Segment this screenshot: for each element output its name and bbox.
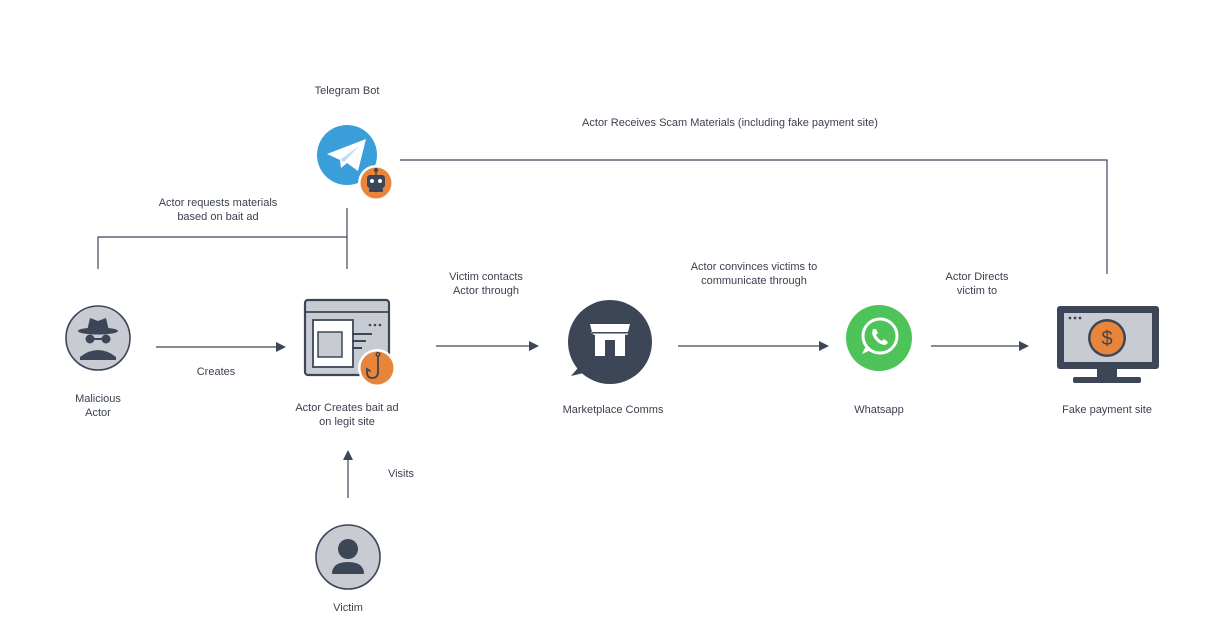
- victim-label: Victim: [333, 602, 363, 614]
- browser-hook-icon: [303, 298, 396, 387]
- request-connector: [97, 236, 347, 269]
- receive-connector: [400, 159, 1108, 274]
- whatsapp-label: Whatsapp: [854, 404, 904, 416]
- person-icon: [315, 524, 381, 590]
- convinces-edge-label: Actor convinces victims to communicate t…: [690, 261, 818, 287]
- svg-text:$: $: [1101, 328, 1112, 350]
- visits-edge-label: Visits: [387, 468, 415, 480]
- payment-site-label: Fake payment site: [1062, 404, 1152, 416]
- telegram-bot-label: Telegram Bot: [314, 85, 380, 97]
- monitor-dollar-icon: $: [1057, 306, 1159, 383]
- spy-icon: [65, 305, 131, 371]
- whatsapp-icon: [846, 305, 912, 371]
- contacts-edge-label: Victim contacts Actor through: [449, 271, 523, 297]
- marketplace-label: Marketplace Comms: [562, 404, 664, 416]
- requests-edge-label: Actor requests materials based on bait a…: [158, 197, 278, 223]
- telegram-bot-icon: [317, 125, 394, 201]
- bait-ad-label: Actor Creates bait ad on legit site: [295, 402, 399, 428]
- creates-edge-label: Creates: [196, 366, 236, 378]
- connectors: [97, 159, 1108, 498]
- store-chat-icon: [568, 300, 652, 384]
- directs-edge-label: Actor Directs victim to: [945, 271, 1009, 297]
- receives-edge-label: Actor Receives Scam Materials (including…: [582, 117, 878, 129]
- malicious-actor-label: Malicious Actor: [75, 393, 121, 419]
